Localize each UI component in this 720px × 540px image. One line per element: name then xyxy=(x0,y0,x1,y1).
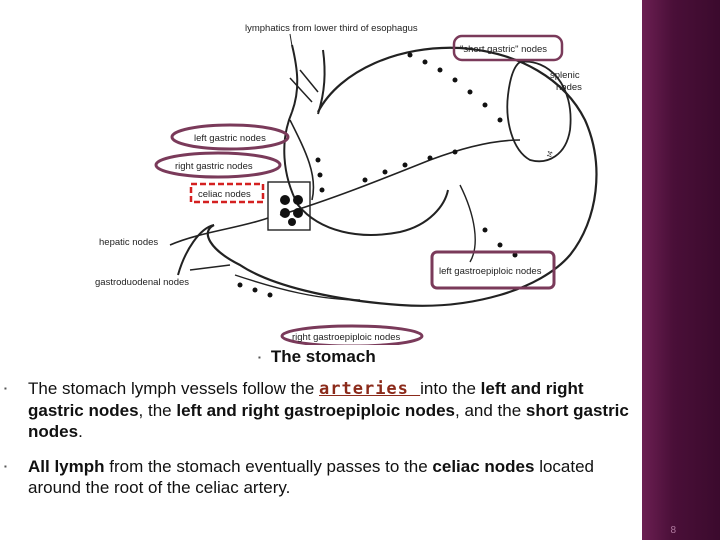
label-left-gastroepiploic-nodes: left gastroepiploic nodes xyxy=(439,266,542,277)
highlight-short-gastric xyxy=(452,34,564,62)
bullet-icon: ▪ xyxy=(258,353,261,363)
label-splenic-nodes-line2: nodes xyxy=(556,82,582,93)
right-gastroepiploic-vessel xyxy=(234,274,361,301)
bullet-icon: ▪ xyxy=(4,462,7,471)
left-gastroepiploic-vessel xyxy=(459,184,476,263)
label-celiac-nodes: celiac nodes xyxy=(198,189,251,200)
decorative-side-bar: 8 xyxy=(642,0,720,540)
label-left-gastric-nodes: left gastric nodes xyxy=(194,133,266,144)
bullet-icon: ▪ xyxy=(4,384,7,393)
esophagus-lymphatics xyxy=(289,69,319,103)
paragraph-celiac-drainage: ▪ All lymph from the stomach eventually … xyxy=(4,457,595,497)
left-gastric-vessel xyxy=(289,119,315,201)
spleen-outline xyxy=(506,60,572,163)
highlight-left-gastroepiploic xyxy=(430,250,556,290)
page-number: 8 xyxy=(670,525,676,536)
highlight-left-gastric xyxy=(170,123,290,151)
figure-mark: t4 xyxy=(546,150,555,158)
label-right-gastroepiploic-nodes: right gastroepiploic nodes xyxy=(292,332,401,343)
hepatic-vessel xyxy=(169,217,269,246)
label-splenic-nodes-line1: splenic xyxy=(550,70,580,81)
slide-title: ▪The stomach xyxy=(258,347,376,366)
highlight-right-gastric xyxy=(154,151,282,179)
gastroduodenal-vessel xyxy=(189,264,231,271)
highlight-right-gastroepiploic xyxy=(280,324,424,345)
label-right-gastric-nodes: right gastric nodes xyxy=(175,161,253,172)
celiac-trunk-box xyxy=(267,181,311,231)
lymph-node-dots xyxy=(237,52,518,298)
stomach-lymph-diagram: lymphatics from lower third of esophagus… xyxy=(95,23,598,345)
arteries-link[interactable]: arteries xyxy=(319,379,421,399)
label-lymphatics-esophagus: lymphatics from lower third of esophagus xyxy=(245,23,418,34)
label-hepatic-nodes: hepatic nodes xyxy=(99,237,158,248)
esophagus-left-wall xyxy=(291,44,299,113)
stomach-lesser-curvature xyxy=(283,111,449,236)
pylorus-duodenum xyxy=(177,224,215,276)
highlight-celiac-nodes xyxy=(189,182,265,204)
label-gastroduodenal-nodes: gastroduodenal nodes xyxy=(95,277,189,288)
stomach-greater-curvature xyxy=(206,46,598,307)
splenic-vessel xyxy=(279,139,521,216)
label-short-gastric-nodes: "short gastric" nodes xyxy=(460,44,547,55)
paragraph-lymph-vessels: ▪ The stomach lymph vessels follow the a… xyxy=(4,379,629,441)
